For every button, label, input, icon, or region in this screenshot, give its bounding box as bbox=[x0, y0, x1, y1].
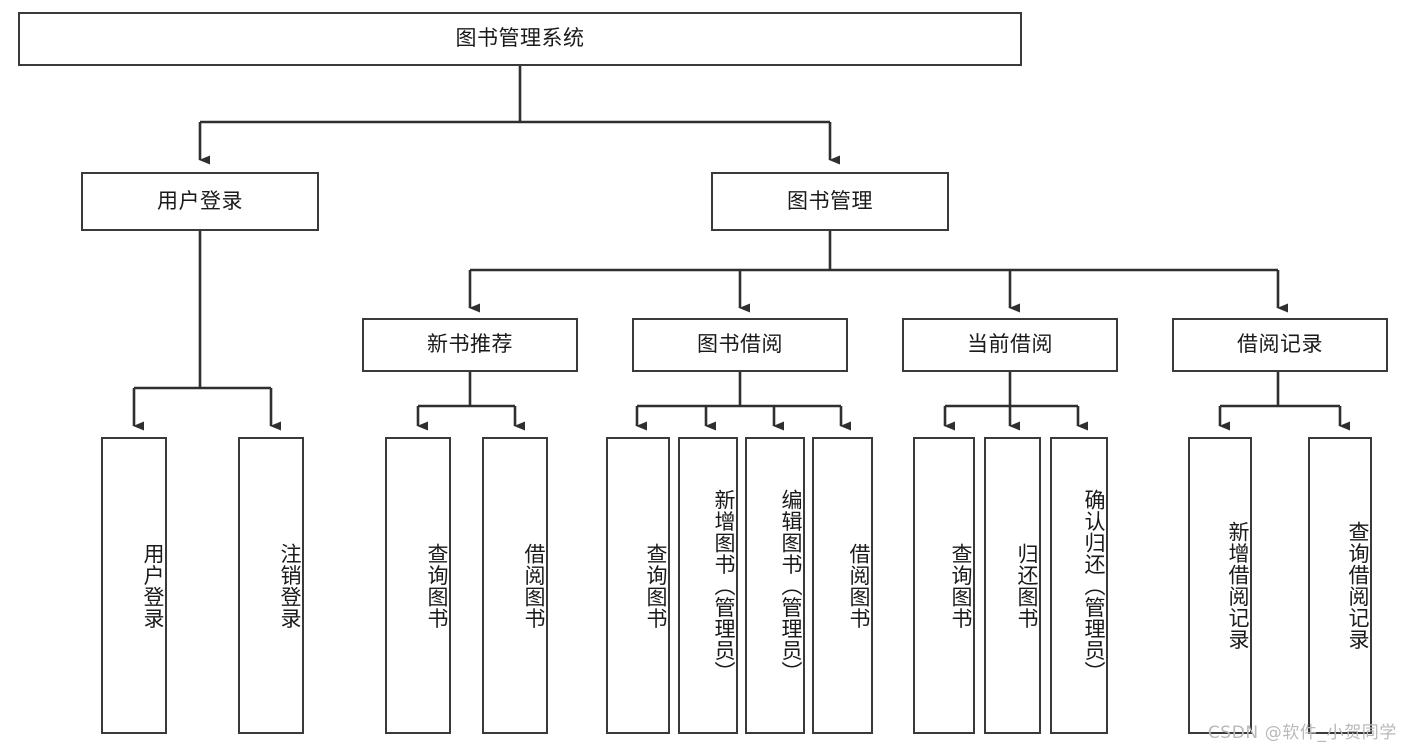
leaf-edit-book-admin-label: 编辑图书（管理员） bbox=[779, 488, 803, 683]
node-current-borrow[interactable]: 当前借阅 bbox=[902, 318, 1118, 372]
leaf-borrow-book[interactable]: 借阅图书 bbox=[812, 437, 873, 734]
node-book-borrow-label: 图书借阅 bbox=[697, 332, 783, 357]
leaf-return-book-label: 归还图书 bbox=[1015, 542, 1039, 629]
leaf-user-login-label: 用户登录 bbox=[141, 542, 165, 629]
leaf-query-borrow-record[interactable]: 查询借阅记录 bbox=[1308, 437, 1372, 734]
node-borrow-record[interactable]: 借阅记录 bbox=[1172, 318, 1388, 372]
leaf-add-borrow-record[interactable]: 新增借阅记录 bbox=[1188, 437, 1252, 734]
leaf-query-book-recommend[interactable]: 查询图书 bbox=[385, 437, 451, 734]
leaf-borrow-book-recommend-label: 借阅图书 bbox=[522, 542, 546, 629]
leaf-query-book-recommend-label: 查询图书 bbox=[425, 542, 449, 629]
leaf-add-book-admin-label: 新增图书（管理员） bbox=[712, 488, 736, 683]
leaf-query-book-current[interactable]: 查询图书 bbox=[913, 437, 975, 734]
leaf-query-book-borrow-label: 查询图书 bbox=[644, 542, 668, 629]
node-borrow-record-label: 借阅记录 bbox=[1237, 332, 1323, 357]
leaf-query-book-current-label: 查询图书 bbox=[949, 542, 973, 629]
node-book-borrow[interactable]: 图书借阅 bbox=[632, 318, 848, 372]
leaf-logout-label: 注销登录 bbox=[278, 542, 302, 629]
leaf-query-book-borrow[interactable]: 查询图书 bbox=[606, 437, 670, 734]
leaf-confirm-return-admin-label: 确认归还（管理员） bbox=[1082, 488, 1106, 683]
leaf-add-borrow-record-label: 新增借阅记录 bbox=[1226, 521, 1250, 650]
node-root-label: 图书管理系统 bbox=[455, 26, 585, 51]
watermark-text: CSDN @软件_小贺同学 bbox=[1207, 723, 1397, 743]
node-new-book-recommend-label: 新书推荐 bbox=[427, 332, 513, 357]
leaf-borrow-book-label: 借阅图书 bbox=[847, 542, 871, 629]
leaf-edit-book-admin[interactable]: 编辑图书（管理员） bbox=[745, 437, 805, 734]
node-current-borrow-label: 当前借阅 bbox=[967, 332, 1053, 357]
leaf-logout[interactable]: 注销登录 bbox=[238, 437, 304, 734]
node-book-management-label: 图书管理 bbox=[787, 188, 873, 213]
leaf-return-book[interactable]: 归还图书 bbox=[984, 437, 1041, 734]
leaf-borrow-book-recommend[interactable]: 借阅图书 bbox=[482, 437, 548, 734]
node-user-login[interactable]: 用户登录 bbox=[81, 172, 319, 231]
leaf-confirm-return-admin[interactable]: 确认归还（管理员） bbox=[1050, 437, 1108, 734]
leaf-add-book-admin[interactable]: 新增图书（管理员） bbox=[678, 437, 738, 734]
node-book-management[interactable]: 图书管理 bbox=[711, 172, 949, 231]
node-new-book-recommend[interactable]: 新书推荐 bbox=[362, 318, 578, 372]
node-user-login-label: 用户登录 bbox=[157, 188, 243, 213]
node-root[interactable]: 图书管理系统 bbox=[18, 12, 1022, 66]
leaf-query-borrow-record-label: 查询借阅记录 bbox=[1346, 521, 1370, 650]
leaf-user-login[interactable]: 用户登录 bbox=[101, 437, 167, 734]
